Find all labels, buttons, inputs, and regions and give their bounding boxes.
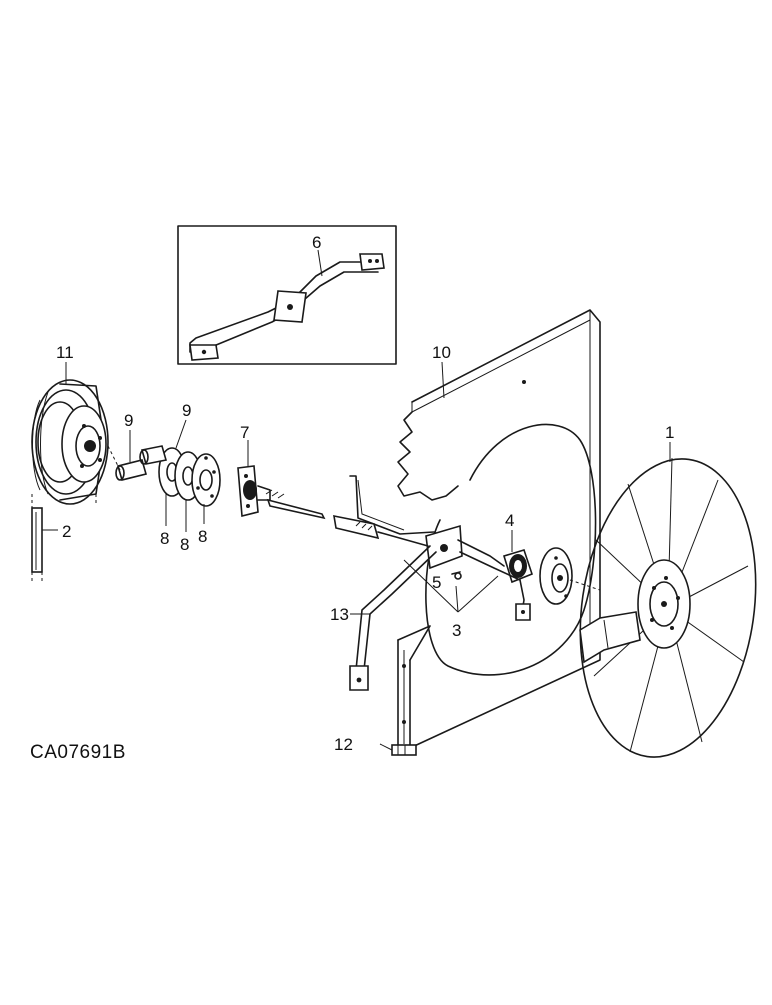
callout-10: 10 bbox=[432, 343, 451, 362]
callout-8a: 8 bbox=[160, 529, 169, 548]
pulley bbox=[31, 362, 121, 505]
fan-shroud bbox=[397, 309, 601, 749]
drive-shafts bbox=[265, 489, 429, 547]
fan-blade-assembly bbox=[579, 442, 757, 758]
coupling-flange bbox=[237, 440, 271, 518]
callout-12: 12 bbox=[334, 735, 353, 754]
reference-code: CA07691B bbox=[30, 742, 126, 763]
callout-9b: 9 bbox=[182, 401, 191, 420]
callout-6: 6 bbox=[312, 233, 321, 252]
callout-4: 4 bbox=[505, 511, 514, 530]
callout-9a: 9 bbox=[124, 411, 133, 430]
support-arm bbox=[349, 475, 531, 621]
support-rod bbox=[349, 545, 437, 691]
callout-7: 7 bbox=[240, 423, 249, 442]
fan-hub-spacer bbox=[539, 547, 601, 605]
callout-2: 2 bbox=[62, 522, 71, 541]
callout-8b: 8 bbox=[180, 535, 189, 554]
bolt bbox=[379, 743, 417, 756]
callout-5: 5 bbox=[432, 573, 441, 592]
washer-stack bbox=[158, 447, 221, 532]
callout-8c: 8 bbox=[198, 527, 207, 546]
callout-1: 1 bbox=[665, 423, 674, 442]
callout-3: 3 bbox=[452, 621, 461, 640]
inset-part-6 bbox=[177, 225, 397, 365]
spacer-bushings bbox=[115, 419, 187, 481]
bearing-assembly bbox=[502, 530, 533, 584]
belt bbox=[31, 494, 97, 584]
callout-11: 11 bbox=[56, 343, 74, 362]
callout-13: 13 bbox=[330, 605, 349, 624]
